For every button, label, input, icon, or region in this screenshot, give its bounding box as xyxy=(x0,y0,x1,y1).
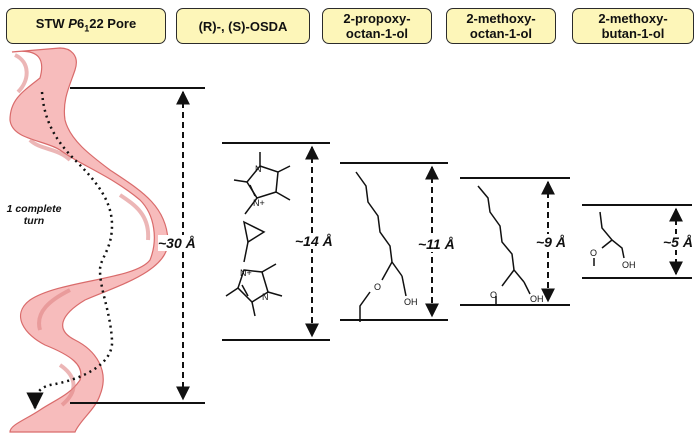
methoxyoctanol-header: 2-methoxy-octan-1-ol xyxy=(446,8,556,44)
osda-length-label: ~14 Å xyxy=(295,233,333,249)
methoxyoctanol-atom-labels: O OH xyxy=(490,290,544,304)
atom-n-plus: N+ xyxy=(253,198,265,208)
propoxyoctanol-header: 2-propoxy-octan-1-ol xyxy=(322,8,432,44)
atom-oh: OH xyxy=(622,260,636,270)
atom-oh: OH xyxy=(530,294,544,304)
methoxyoctanol-length-label: ~9 Å xyxy=(536,234,566,250)
atom-n-plus: N+ xyxy=(240,268,252,278)
methoxybutanol-atom-labels: O OH xyxy=(590,248,636,270)
methoxybutanol-length-label: ~5 Å xyxy=(663,234,693,250)
helix-trajectory xyxy=(26,91,114,410)
methoxybutanol-header: 2-methoxy-butan-1-ol xyxy=(572,8,694,44)
atom-o: O xyxy=(490,290,497,300)
osda-atom-labels: N N+ N+ N xyxy=(240,164,269,302)
pore-helix xyxy=(9,47,169,433)
atom-oh: OH xyxy=(404,297,418,307)
atom-o: O xyxy=(374,282,381,292)
propoxyoctanol-molecule xyxy=(340,162,448,322)
pore-length-label: ~30 Å xyxy=(158,235,196,251)
pore-header: STW P6122 Pore xyxy=(6,8,166,44)
propoxyoctanol-atom-labels: O OH xyxy=(374,282,418,307)
methoxybutanol-molecule xyxy=(582,204,692,279)
propoxyoctanol-length-label: ~11 Å xyxy=(418,236,455,252)
methoxyoctanol-molecule xyxy=(460,177,570,306)
osda-header: (R)-, (S)-OSDA xyxy=(176,8,310,44)
atom-n: N xyxy=(262,292,269,302)
atom-o: O xyxy=(590,248,597,258)
atom-n: N xyxy=(255,164,262,174)
